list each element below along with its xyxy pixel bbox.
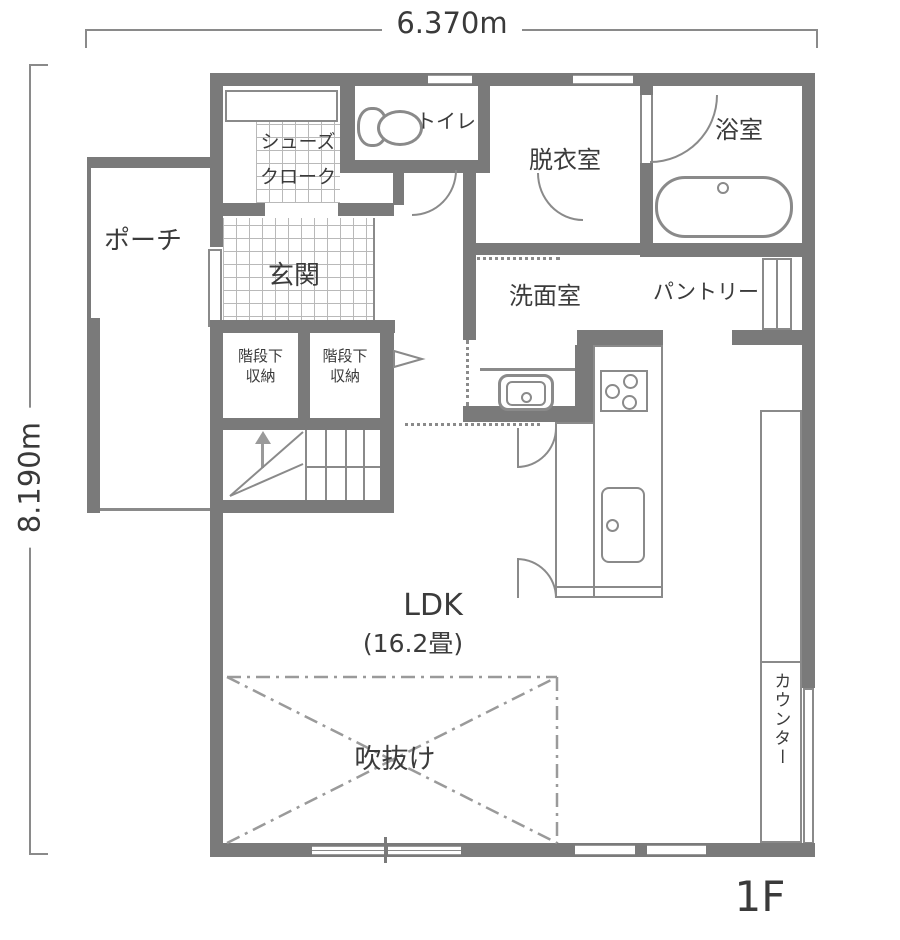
room-label-ldk: LDK	[403, 588, 463, 623]
wall-bath-bottom	[640, 243, 815, 257]
hall-door-arc-lower	[517, 558, 557, 598]
height-dimension-label: 8.190m	[12, 407, 46, 548]
room-label-counter: カウンター	[770, 672, 791, 767]
stair-tread	[305, 430, 307, 500]
wall-hall-stub	[393, 173, 404, 205]
width-dimension-label: 6.370m	[382, 7, 522, 40]
room-label-shoes-closet-line2: クローク	[259, 166, 336, 188]
wall-left-lower	[210, 327, 223, 857]
hall-door-arc-upper	[517, 428, 557, 468]
dressing-room-door-arc	[537, 173, 583, 221]
entrance-tile-area	[223, 218, 373, 330]
wall-entrance-bottom	[210, 320, 395, 333]
sliding-opening-dressing	[470, 257, 560, 260]
room-label-washroom: 洗面室	[509, 282, 581, 310]
dimension-tick	[85, 29, 87, 48]
wall-closet-toilet	[340, 73, 355, 163]
porch-wall-top	[87, 157, 223, 168]
wall-dressing-bottom	[465, 243, 640, 255]
entrance-edge-line	[373, 218, 375, 330]
wall-bath-left-upper	[640, 86, 653, 95]
shoes-closet-tile-area	[256, 122, 340, 203]
wall-right	[802, 73, 815, 688]
dimension-tick	[29, 64, 48, 66]
washroom-opening-dotted	[466, 340, 469, 406]
kitchen-counter-side	[555, 422, 595, 598]
entrance-door	[208, 249, 222, 327]
wall-washroom-left	[463, 173, 476, 340]
room-label-bathroom: 浴室	[715, 116, 763, 144]
wall-vanity-back	[463, 406, 593, 422]
wall-top	[210, 73, 815, 86]
room-label-ldk-size: (16.2畳)	[362, 629, 464, 658]
washbasin-drain	[521, 392, 532, 403]
hall-opening-dotted	[405, 423, 540, 426]
stair-tread	[363, 430, 365, 500]
window-top-dressing	[573, 75, 633, 84]
wall-stairs-bottom	[210, 500, 394, 513]
stairs-up-arrow-icon	[255, 431, 271, 444]
wall-storage-bottom	[210, 418, 393, 430]
room-label-toilet: トイレ	[416, 109, 476, 133]
wall-closet-stub-left	[210, 203, 265, 216]
wall-bottom	[210, 843, 815, 857]
stairs-up-arrow-stem	[261, 442, 264, 468]
back-counter	[760, 410, 802, 663]
dimension-tick	[816, 29, 818, 48]
room-label-pantry: パントリー	[652, 280, 760, 304]
stove-burner	[622, 395, 637, 410]
window-mullion-tick	[384, 837, 387, 863]
toilet-bowl-icon	[377, 110, 423, 146]
room-label-dressing-room: 脱衣室	[529, 146, 601, 174]
wall-bath-left-lower	[640, 163, 653, 255]
window-bottom-large-right	[388, 846, 461, 855]
stove-burner	[623, 374, 638, 389]
shoes-closet-cabinet	[225, 90, 338, 122]
floor-label: 1F	[734, 872, 786, 921]
pantry-shelf-divider	[776, 259, 778, 329]
study-counter	[760, 661, 802, 843]
porch-wall-left-thin	[87, 168, 91, 318]
storage-right-line2: 収納	[329, 367, 360, 386]
wall-storage-divider	[298, 333, 310, 418]
wall-kitchen-top	[577, 330, 663, 345]
room-label-shoes-closet-line1: シューズ	[260, 131, 336, 153]
dimension-tick	[29, 853, 48, 855]
window-bottom-large-left	[312, 846, 384, 855]
porch-wall-left-thick	[87, 318, 100, 513]
room-label-storage-right: 階段下 収納	[310, 346, 380, 387]
wall-toilet-bottom	[340, 160, 490, 173]
room-label-storage-left: 階段下 収納	[224, 346, 297, 387]
storage-left-line2: 収納	[245, 367, 276, 386]
stair-tread	[325, 430, 327, 500]
wall-dressing-left	[478, 86, 490, 160]
window-bottom-small-right	[647, 845, 706, 855]
stair-tread	[345, 430, 347, 500]
stair-cut-arrow-icon	[393, 349, 426, 369]
wall-stairs-right	[380, 418, 394, 513]
room-label-porch: ポーチ	[103, 226, 182, 256]
storage-right-line1: 階段下	[322, 347, 368, 365]
wall-pantry-bottom	[732, 330, 815, 345]
vanity-counter-edge	[480, 368, 575, 371]
wall-storage-right	[380, 333, 394, 418]
toilet-door-arc	[412, 170, 457, 216]
room-label-atrium: 吹抜け	[354, 744, 436, 775]
sink-drain	[606, 519, 619, 532]
storage-left-line1: 階段下	[237, 347, 283, 365]
window-top-toilet	[428, 75, 472, 84]
window-right	[803, 688, 814, 844]
window-bottom-small-left	[575, 845, 635, 855]
room-label-entrance: 玄関	[267, 261, 320, 291]
porch-edge-line	[100, 508, 210, 511]
stair-landing-line	[305, 466, 380, 468]
wall-closet-stub-right	[338, 203, 394, 216]
wall-kitchen-stub	[575, 345, 593, 422]
kitchen-counter-edge	[555, 586, 663, 588]
bathtub-drain	[717, 182, 729, 194]
stove-burner	[605, 384, 620, 399]
